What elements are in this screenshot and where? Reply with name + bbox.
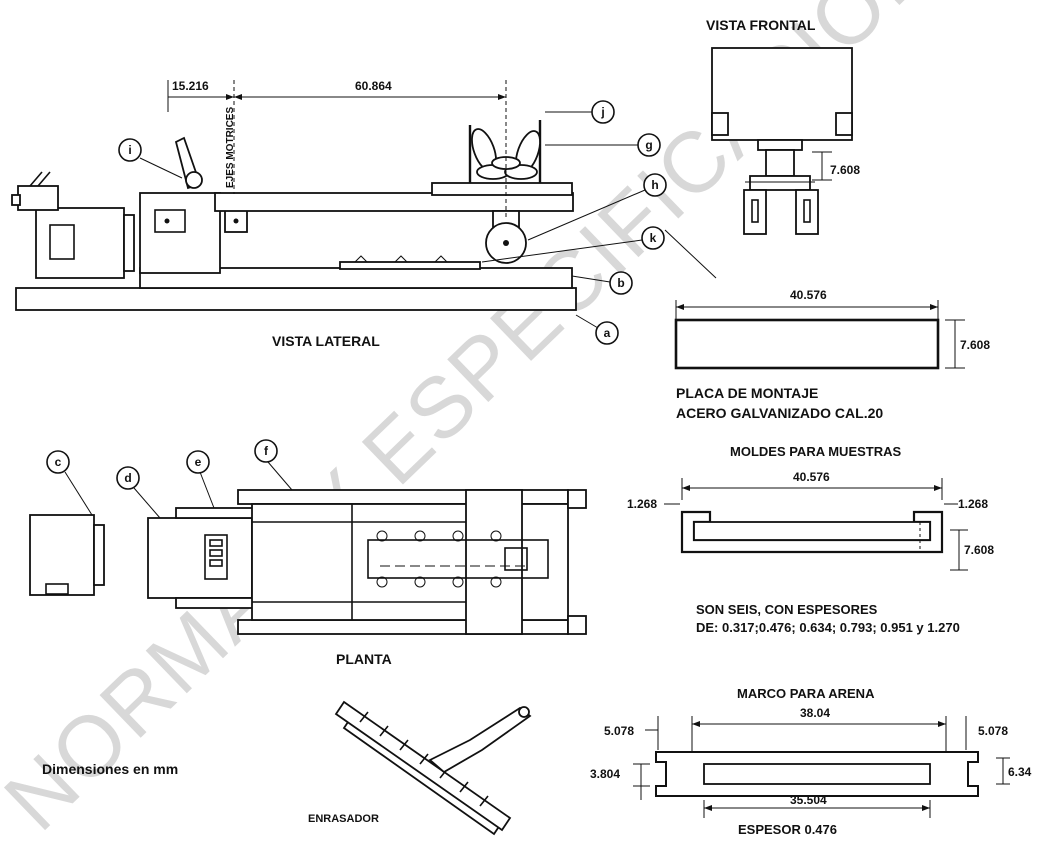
plan-callouts: c d e f [46, 439, 293, 519]
callout-e: e [195, 455, 202, 469]
mounting-plate: 40.576 7.608 PLACA DE MONTAJE ACERO GALV… [674, 288, 990, 421]
side-dim-right: 60.864 [355, 79, 392, 93]
molds-dim-height: 7.608 [964, 543, 994, 557]
sand-dim-inner: 3.804 [590, 767, 620, 781]
plate-title-1: PLACA DE MONTAJE [676, 385, 818, 401]
molds-title: MOLDES PARA MUESTRAS [730, 444, 902, 459]
front-view-title: VISTA FRONTAL [706, 17, 816, 33]
molds-note-2: DE: 0.317;0.476; 0.634; 0.793; 0.951 y 1… [696, 620, 960, 635]
callout-c: c [55, 455, 62, 469]
front-view: VISTA FRONTAL 7.608 [664, 17, 860, 279]
molds-dim-right: 1.268 [958, 497, 988, 511]
callout-d: d [124, 471, 131, 485]
screed-drawing: ENRASADOR [308, 700, 532, 836]
callout-g: g [645, 138, 652, 152]
sand-thickness: ESPESOR 0.476 [738, 822, 837, 837]
side-dim-left: 15.216 [172, 79, 209, 93]
plate-dim-height: 7.608 [960, 338, 990, 352]
callout-b: b [617, 276, 624, 290]
callout-j: j [600, 105, 604, 119]
callout-f: f [264, 444, 269, 458]
axis-label: EJES MOTRICES [225, 107, 236, 188]
sand-frame-drawing: MARCO PARA ARENA 38.04 5.078 5.078 3.804… [590, 686, 1032, 837]
units-note: Dimensiones en mm [42, 761, 178, 777]
sand-dim-right: 5.078 [978, 724, 1008, 738]
callout-a: a [604, 326, 611, 340]
callout-i: i [128, 143, 131, 157]
plan-view: PLANTA [29, 489, 587, 667]
plan-view-title: PLANTA [336, 651, 392, 667]
screed-label: ENRASADOR [308, 813, 379, 825]
plate-title-2: ACERO GALVANIZADO CAL.20 [676, 405, 883, 421]
sand-frame-title: MARCO PARA ARENA [737, 686, 875, 701]
side-view-title: VISTA LATERAL [272, 333, 380, 349]
molds-note-1: SON SEIS, CON ESPESORES [696, 602, 878, 617]
sand-dim-left: 5.078 [604, 724, 634, 738]
sand-dim-bottom: 35.504 [790, 793, 827, 807]
side-callouts: i j g h k b a [118, 100, 667, 345]
sand-dim-height: 6.34 [1008, 765, 1032, 779]
plate-dim-width: 40.576 [790, 288, 827, 302]
callout-k: k [650, 231, 657, 245]
callout-h: h [651, 178, 658, 192]
sand-dim-top: 38.04 [800, 706, 830, 720]
side-view: 15.216 60.864 EJES MOTRICES VISTA LATERA… [11, 79, 577, 349]
molds-dim-width: 40.576 [793, 470, 830, 484]
front-dim-height: 7.608 [830, 163, 860, 177]
molds-dim-left: 1.268 [627, 497, 657, 511]
molds-drawing: MOLDES PARA MUESTRAS 40.576 1.268 1.268 … [627, 444, 994, 635]
